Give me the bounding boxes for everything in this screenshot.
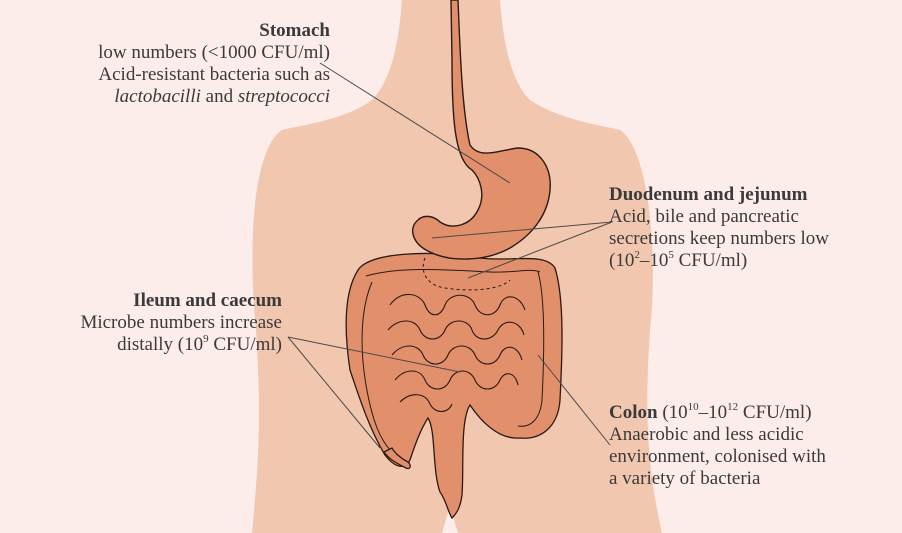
duodenum-line2: secretions keep numbers low — [609, 228, 829, 249]
duodenum-line1: Acid, bile and pancreatic — [609, 206, 799, 227]
duodenum-range-open: (10 — [609, 250, 634, 271]
duodenum-exp2: 5 — [668, 249, 674, 261]
duodenum-dash: –10 — [640, 250, 669, 271]
stomach-and: and — [201, 86, 238, 107]
stomach-italic2: streptococci — [238, 86, 330, 107]
duodenum-range-close: CFU/ml) — [674, 250, 747, 271]
stomach-line1: low numbers (<1000 CFU/ml) — [98, 42, 330, 63]
colon-exp2: 12 — [727, 401, 738, 413]
colon-label: Colon (1010–1012 CFU/ml) Anaerobic and l… — [609, 402, 902, 490]
colon-exp1: 10 — [688, 401, 699, 413]
colon-range-open: (10 — [658, 402, 688, 423]
colon-title: Colon — [609, 402, 658, 423]
ileum-title: Ileum and caecum — [133, 290, 282, 311]
colon-line2: environment, colonised with — [609, 446, 826, 467]
ileum-line2-post: CFU/ml) — [209, 334, 282, 355]
stomach-label: Stomach low numbers (<1000 CFU/ml) Acid-… — [0, 20, 330, 108]
colon-line1: Anaerobic and less acidic — [609, 424, 804, 445]
colon-line3: a variety of bacteria — [609, 468, 760, 489]
ileum-label: Ileum and caecum Microbe numbers increas… — [0, 290, 282, 356]
duodenum-label: Duodenum and jejunum Acid, bile and panc… — [609, 184, 902, 272]
duodenum-exp1: 2 — [634, 249, 640, 261]
colon-range-close: CFU/ml) — [738, 402, 811, 423]
ileum-line2-pre: distally (10 — [117, 334, 203, 355]
stomach-title: Stomach — [259, 20, 330, 41]
stomach-line2: Acid-resistant bacteria such as — [98, 64, 330, 85]
duodenum-title: Duodenum and jejunum — [609, 184, 808, 205]
ileum-line1: Microbe numbers increase — [80, 312, 282, 333]
colon-dash: –10 — [699, 402, 728, 423]
ileum-exp: 9 — [203, 333, 209, 345]
stomach-italic1: lactobacilli — [114, 86, 201, 107]
